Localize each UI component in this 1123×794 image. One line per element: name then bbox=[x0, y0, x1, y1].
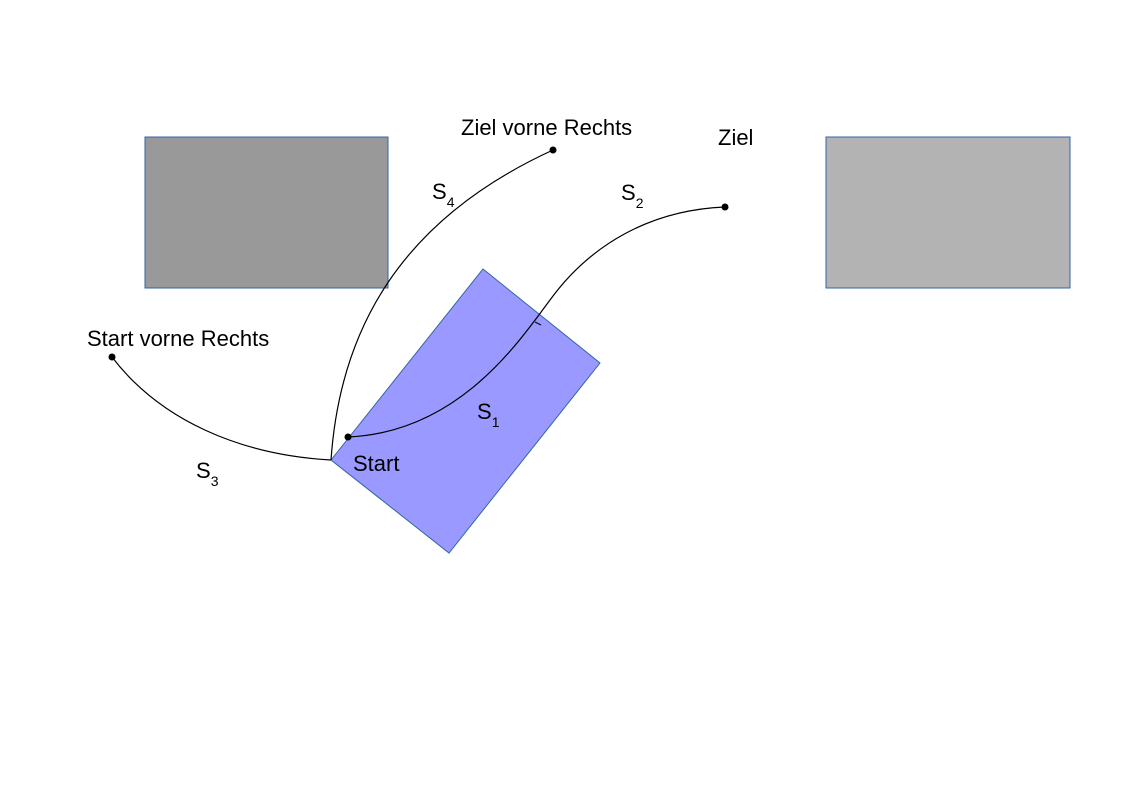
parked-car-right bbox=[825, 136, 1071, 289]
parked-car-left bbox=[144, 136, 389, 289]
path-s4 bbox=[330, 149, 554, 461]
label-start-front-right: Start vorne Rechts bbox=[87, 326, 269, 351]
start-point bbox=[344, 433, 352, 441]
vehicle-body bbox=[330, 268, 601, 554]
path-s3 bbox=[111, 356, 332, 461]
path-tick bbox=[534, 321, 542, 326]
label-goal-front-right: Ziel vorne Rechts bbox=[461, 115, 632, 140]
label-segment-s4: S4 bbox=[432, 179, 455, 210]
start-front-right-point bbox=[108, 353, 116, 361]
path-s1-s2 bbox=[347, 206, 726, 438]
label-goal: Ziel bbox=[718, 125, 753, 150]
goal-front-right-point bbox=[549, 146, 557, 154]
label-start: Start bbox=[353, 451, 399, 476]
label-segment-s1: S1 bbox=[477, 399, 500, 430]
goal-point bbox=[721, 203, 729, 211]
label-segment-s3: S3 bbox=[196, 458, 219, 489]
label-segment-s2: S2 bbox=[621, 180, 644, 211]
